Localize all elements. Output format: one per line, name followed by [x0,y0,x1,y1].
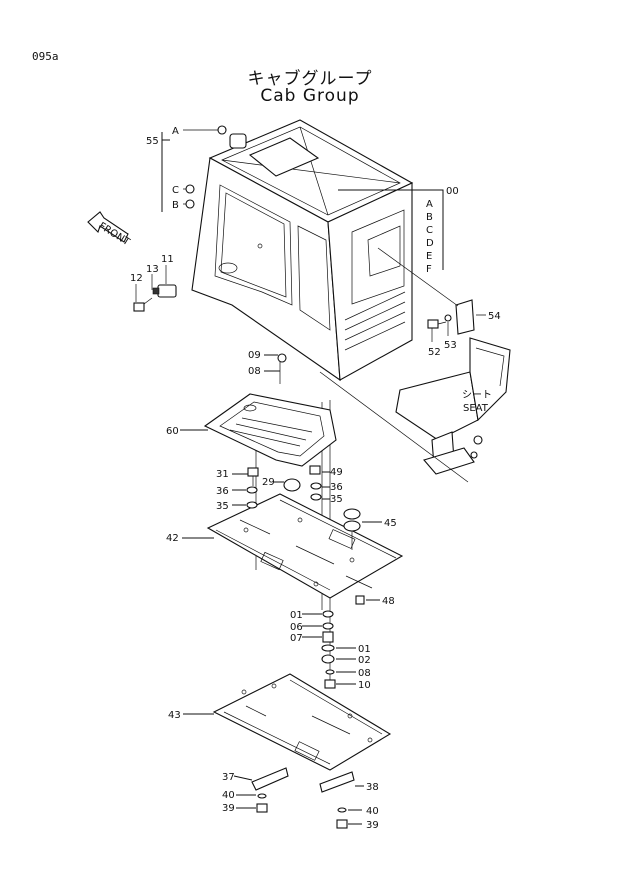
group-f: F [426,264,432,275]
callout-43: 43 [168,710,181,721]
floor-plate-lower [212,673,392,771]
callout-36-left: 36 [216,486,229,497]
callout-10: 10 [358,680,371,691]
callout-39-left: 39 [222,803,235,814]
seat-label-jp: シート [462,390,492,401]
group-a: A [426,199,433,210]
callout-36-right: 36 [330,482,343,493]
floor-mat [203,393,337,467]
callout-12: 12 [130,273,143,284]
rubber-mount-stack [321,610,336,689]
cab-right-side [327,182,413,381]
seat-label-en: SEAT [463,403,489,414]
callout-09: 09 [248,350,261,361]
door-lock-parts [133,265,177,312]
bolt-09 [277,353,287,363]
callout-54: 54 [488,311,501,322]
callout-39-right: 39 [366,820,379,831]
callout-02: 02 [358,655,371,666]
door-window [214,184,293,306]
callout-55-a: A [172,126,179,137]
callout-00: 00 [446,186,459,197]
callout-35-right: 35 [330,494,343,505]
callout-42: 42 [166,533,179,544]
callout-48: 48 [382,596,395,607]
group-c: C [426,225,433,236]
callout-labels: 55 A C B 00 A B C D E F 11 13 12 54 52 5… [130,126,501,831]
leader-lines [161,132,444,825]
callout-55-c: C [172,185,179,196]
callout-40-right: 40 [366,806,379,817]
callout-01-lower: 01 [358,644,371,655]
group-d: D [426,238,434,249]
callout-38: 38 [366,782,379,793]
callout-52: 52 [428,347,441,358]
callout-08-lower: 08 [358,668,371,679]
title-japanese: キャブグループ [247,69,373,89]
callout-55-b: B [172,200,179,211]
cab-left-side [191,157,341,382]
title-english: Cab Group [260,86,360,106]
callout-08: 08 [248,366,261,377]
floor-plate-upper [206,493,404,599]
roof-hatch [248,137,320,177]
callout-37: 37 [222,772,235,783]
callout-53: 53 [444,340,457,351]
callout-01-upper: 01 [290,610,303,621]
front-arrow-icon: FRONT [87,211,132,249]
callout-60: 60 [166,426,179,437]
front-window [297,225,331,331]
callout-13: 13 [146,264,159,275]
group-e: E [426,251,432,262]
callout-45: 45 [384,518,397,529]
door-latch-parts [427,299,486,342]
callout-40-left: 40 [222,790,235,801]
callout-35-left: 35 [216,501,229,512]
callout-49: 49 [330,467,343,478]
page-code: 095a [32,50,59,63]
callout-55: 55 [146,136,159,147]
cab-body [191,119,414,384]
mounting-brackets [251,767,355,829]
callout-07: 07 [290,633,303,644]
door-handle [218,262,238,274]
callout-11: 11 [161,254,174,265]
upper-fasteners [246,465,365,605]
operator-seat [395,337,511,475]
callout-29: 29 [262,477,275,488]
roof-lamp-assembly [183,125,247,209]
group-b: B [426,212,433,223]
callout-06: 06 [290,622,303,633]
callout-31: 31 [216,469,229,480]
